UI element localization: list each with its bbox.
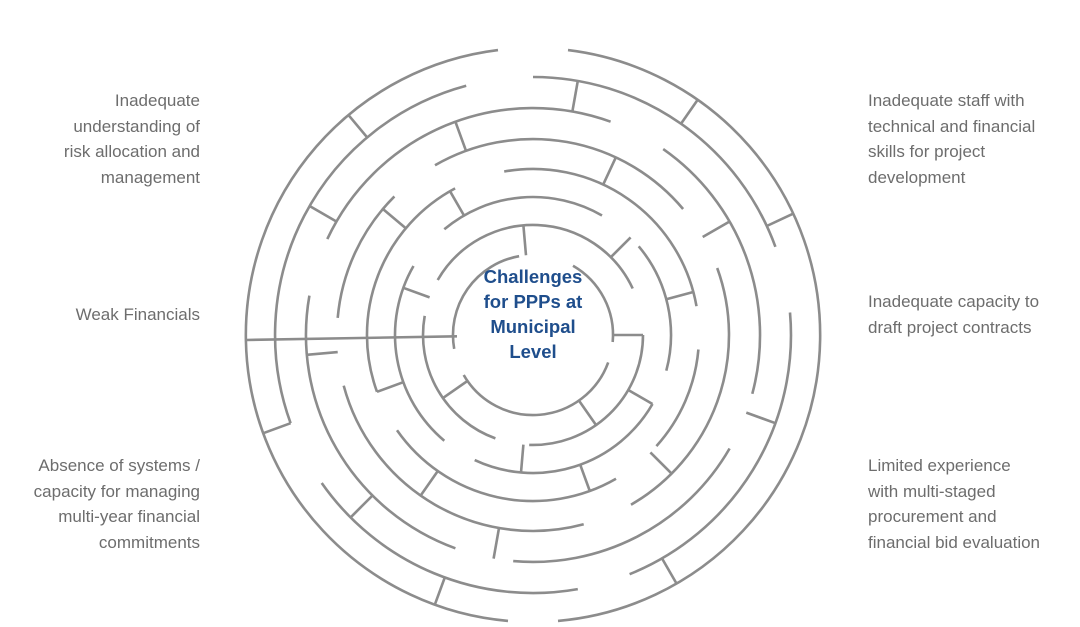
maze-ring-wall — [451, 254, 520, 350]
maze-ring-wall — [513, 447, 731, 564]
maze-ring-wall — [336, 195, 396, 319]
maze-ring-wall — [326, 106, 612, 240]
maze-ring-wall — [273, 84, 467, 424]
maze-radial-wall — [522, 225, 528, 256]
maze-ring-wall — [529, 334, 645, 447]
maze-outer-wall — [557, 48, 822, 623]
maze-radial-wall — [382, 208, 407, 230]
maze-radial-wall — [492, 527, 501, 559]
maze-radial-wall — [262, 421, 292, 435]
maze-radial-wall — [745, 411, 776, 425]
maze-spoke-wall — [245, 335, 458, 342]
maze-radial-wall — [347, 114, 369, 139]
maze-ring-wall — [503, 167, 698, 307]
label-multi-year-commitments: Absence of systems / capacity for managi… — [33, 456, 200, 552]
maze-radial-wall — [349, 494, 374, 519]
maze-ring-wall — [662, 148, 762, 395]
maze-radial-wall — [419, 470, 439, 497]
maze-radial-wall — [402, 286, 431, 299]
maze-radial-wall — [660, 557, 678, 585]
maze-radial-wall — [454, 121, 468, 152]
label-contract-drafting: Inadequate capacity to draft project con… — [868, 292, 1040, 337]
maze-radial-wall — [308, 204, 338, 223]
maze-ring-wall — [637, 245, 673, 372]
maze-ring-wall — [436, 223, 634, 290]
maze-radial-wall — [519, 444, 525, 473]
label-procurement-experience: Limited experience with multi-staged pro… — [868, 456, 1041, 552]
maze-ring-wall — [365, 187, 456, 393]
maze-outer-wall — [244, 48, 509, 623]
maze-radial-wall — [448, 190, 466, 217]
label-weak-financials: Weak Financials — [75, 305, 200, 324]
center-title: Challenges for PPPs at Municipal Level — [483, 266, 583, 362]
maze-radial-wall — [433, 576, 447, 606]
maze-radial-wall — [602, 156, 617, 186]
maze-ring-wall — [572, 264, 615, 343]
maze-ring-wall — [462, 361, 610, 417]
maze-ring-wall — [474, 403, 654, 475]
maze-ring-wall — [395, 429, 617, 503]
maze-radial-wall — [766, 212, 794, 228]
maze-radial-wall — [609, 236, 632, 259]
maze-radial-wall — [665, 290, 694, 301]
maze-ring-wall — [434, 137, 685, 210]
maze-radial-wall — [702, 220, 731, 239]
maze-radial-wall — [442, 379, 469, 400]
maze-radial-wall — [578, 464, 592, 492]
maze-ring-wall — [393, 265, 446, 442]
maze-radial-wall — [577, 399, 598, 426]
maze-ring-wall — [629, 312, 793, 576]
maze-ring-wall — [304, 295, 456, 550]
maze-ring-wall — [443, 195, 603, 231]
label-risk-allocation: Inadequate understanding of risk allocat… — [63, 91, 200, 187]
maze-radial-wall — [649, 451, 673, 475]
maze-ring-wall — [342, 385, 585, 533]
label-staff-skills: Inadequate staff with technical and fina… — [868, 91, 1036, 187]
maze-radial-wall — [627, 388, 654, 406]
maze-ring-wall — [320, 482, 579, 595]
maze-radial-wall — [679, 99, 699, 125]
maze-radial-wall — [376, 380, 404, 394]
maze-ring-wall — [655, 349, 700, 447]
maze-radial-wall — [306, 350, 338, 357]
maze-radial-wall — [571, 80, 580, 112]
maze-ring-wall — [630, 267, 731, 506]
